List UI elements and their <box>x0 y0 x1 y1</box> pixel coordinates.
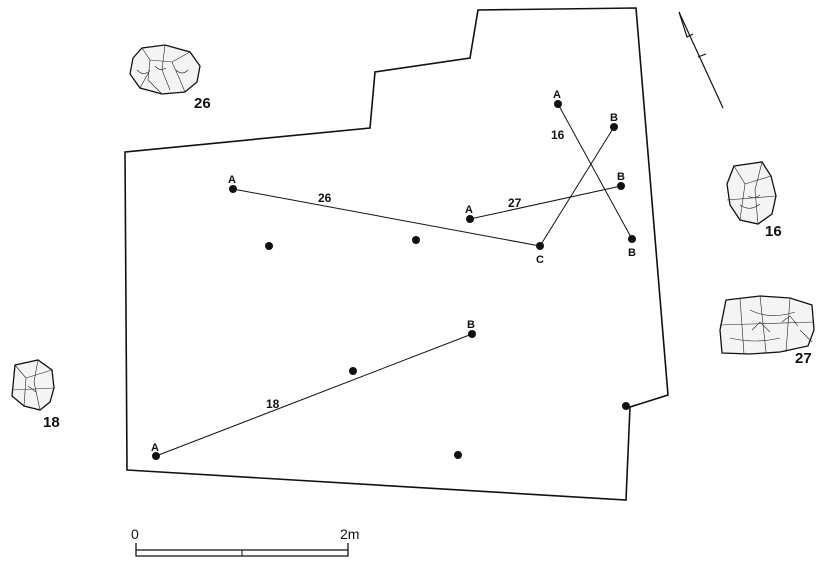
find-point <box>454 451 462 459</box>
refit-line-label-18: 18 <box>266 397 280 411</box>
find-point <box>617 182 625 190</box>
refit-line-b-c <box>539 126 615 247</box>
artifact-drawing-27: 27 <box>719 295 815 367</box>
refit-line-27 <box>469 185 622 220</box>
artifact-drawing-26: 26 <box>129 44 211 112</box>
find-point <box>468 330 476 338</box>
artifact-label-26: 26 <box>194 95 211 112</box>
refit-line-label-16: 16 <box>551 128 565 142</box>
refit-line-26 <box>232 188 541 247</box>
refit-line-label-26: 26 <box>318 191 332 205</box>
wall-fragment <box>678 11 724 109</box>
artifact-label-27: 27 <box>795 350 812 367</box>
refit-line-18 <box>155 333 473 457</box>
endpoint-label: B <box>467 319 475 331</box>
scale-bar-start-label: 0 <box>131 526 139 542</box>
find-point <box>622 402 630 410</box>
refit-line-16 <box>557 103 633 240</box>
find-point <box>628 235 636 243</box>
endpoint-label: A <box>465 204 473 216</box>
find-point <box>412 236 420 244</box>
scale-bar: 0 2m <box>131 526 359 557</box>
refit-line-label-27: 27 <box>508 196 522 210</box>
find-point <box>349 367 357 375</box>
find-point <box>229 185 237 193</box>
endpoint-label: A <box>553 89 561 101</box>
scale-bar-end-label: 2m <box>340 526 359 542</box>
find-point <box>610 123 618 131</box>
find-points <box>152 100 636 460</box>
artifact-drawing-18: 18 <box>11 359 60 431</box>
artifact-label-16: 16 <box>765 223 782 240</box>
endpoint-label: A <box>228 174 236 186</box>
refit-line-numbers: 26 27 16 18 <box>266 128 565 411</box>
endpoint-label: B <box>617 171 625 183</box>
find-point <box>554 100 562 108</box>
site-outline <box>124 7 669 501</box>
find-point <box>152 452 160 460</box>
find-point <box>466 215 474 223</box>
refit-lines <box>155 103 633 457</box>
endpoint-label: B <box>610 112 618 124</box>
endpoint-labels: A C A B A B B A B <box>151 89 636 454</box>
endpoint-label: A <box>151 442 159 454</box>
endpoint-label: C <box>536 254 544 266</box>
find-point <box>265 242 273 250</box>
endpoint-label: B <box>628 247 636 259</box>
find-point <box>536 242 544 250</box>
artifact-drawing-16: 16 <box>726 161 782 240</box>
artifact-label-18: 18 <box>43 414 60 431</box>
